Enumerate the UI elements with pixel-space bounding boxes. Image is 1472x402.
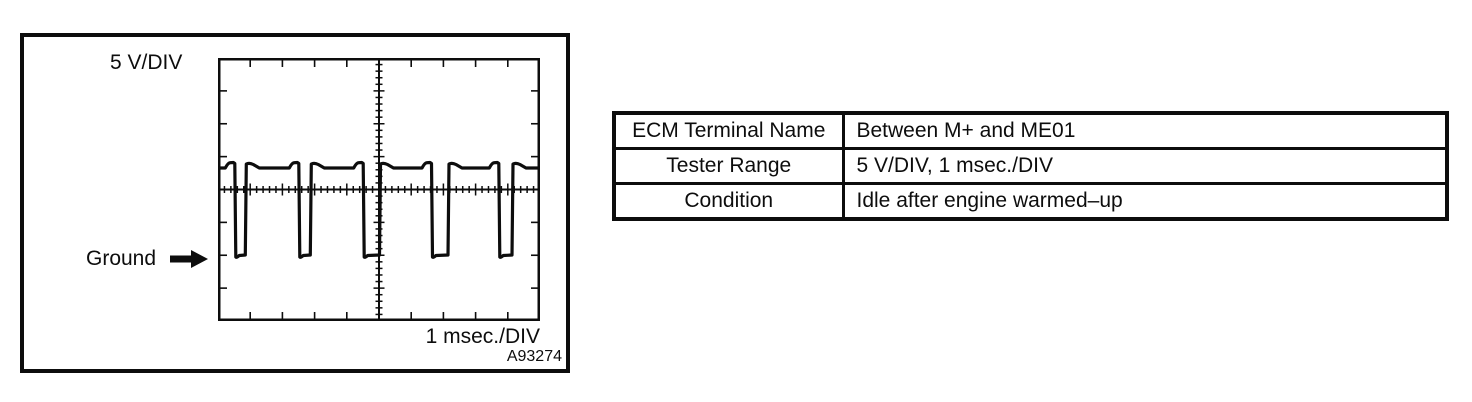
row-value: Between M+ and ME01 <box>841 111 1449 150</box>
row-label: ECM Terminal Name <box>612 111 845 150</box>
row-label: Condition <box>612 182 845 221</box>
row-value: 5 V/DIV, 1 msec./DIV <box>841 147 1449 185</box>
table-row: Condition Idle after engine warmed–up <box>612 182 1449 221</box>
spec-table: ECM Terminal Name Between M+ and ME01 Te… <box>612 111 1449 221</box>
scope-grid <box>218 58 540 321</box>
waveform-trace <box>218 160 540 259</box>
row-label: Tester Range <box>612 147 845 185</box>
oscilloscope-figure: 5 V/DIV Ground 1 msec./DIV A93274 <box>20 33 570 373</box>
row-value: Idle after engine warmed–up <box>841 182 1449 221</box>
ground-label: Ground <box>86 247 157 270</box>
ground-arrow-icon <box>170 250 208 268</box>
table-row: Tester Range 5 V/DIV, 1 msec./DIV <box>612 147 1449 185</box>
table-row: ECM Terminal Name Between M+ and ME01 <box>612 111 1449 150</box>
figure-code: A93274 <box>506 348 562 365</box>
time-per-div-label: 1 msec./DIV <box>425 325 540 348</box>
volts-per-div-label: 5 V/DIV <box>110 51 183 74</box>
